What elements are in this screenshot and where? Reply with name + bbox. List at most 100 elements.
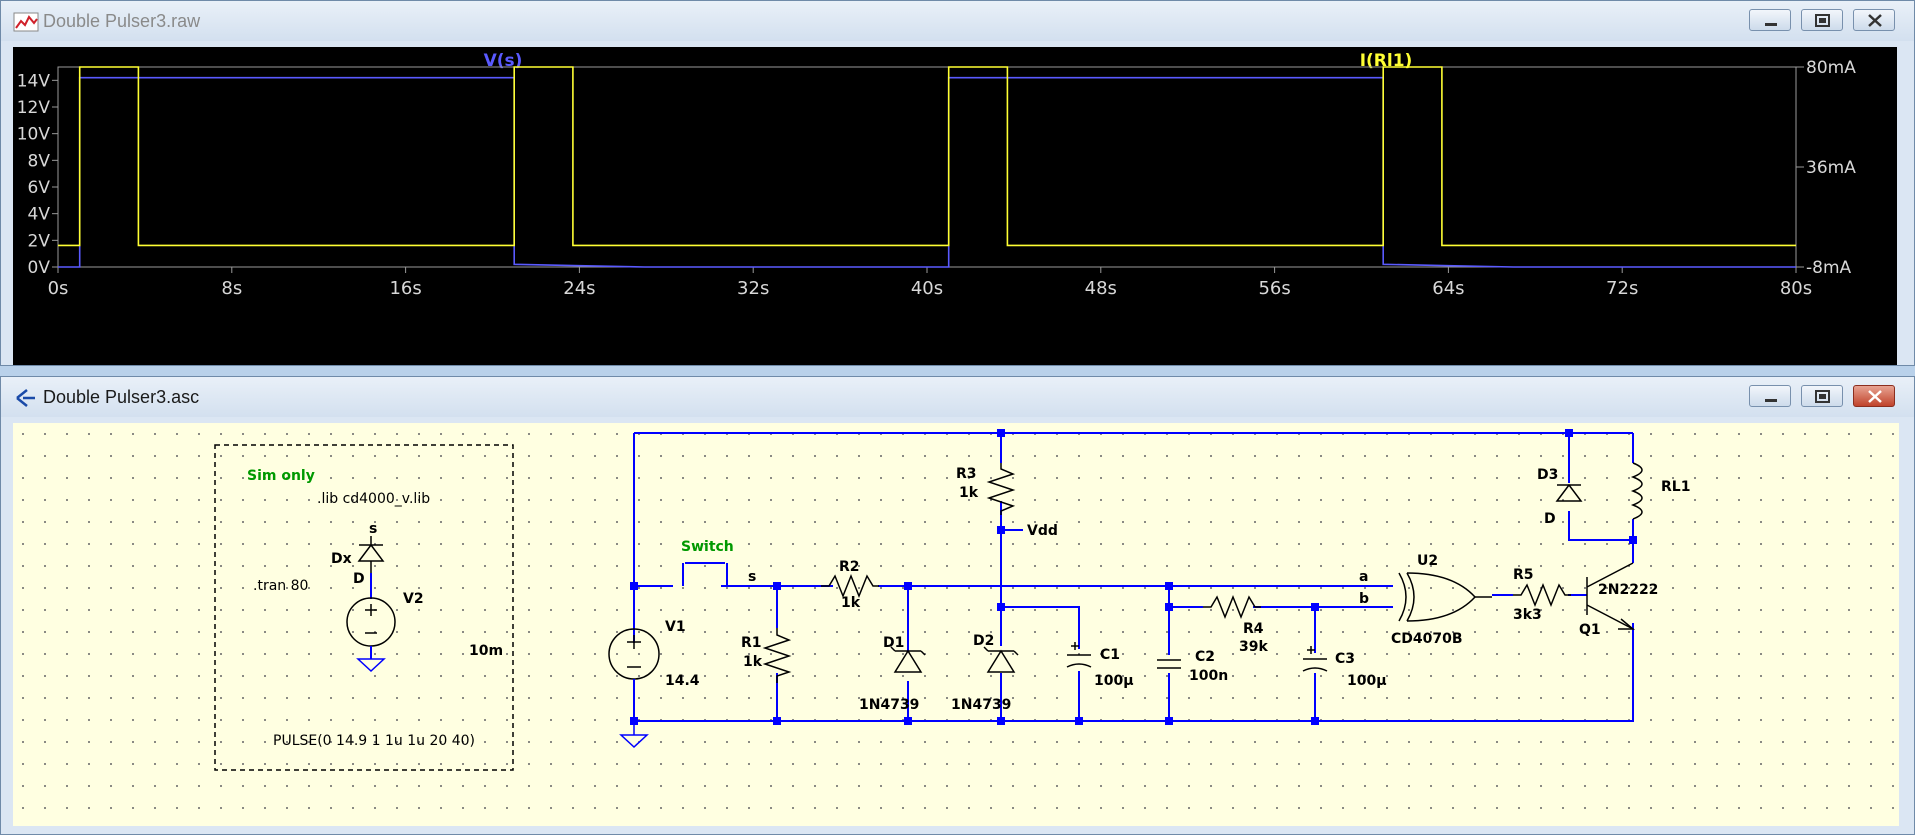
net-label-s[interactable]: s [748,569,756,585]
schematic-canvas[interactable]: Sim only .lib cd4000_v.lib .tran 80 s Dx… [13,423,1899,826]
net-label-a[interactable]: a [1359,569,1368,585]
v2-ref-label[interactable]: V2 [403,591,424,607]
rl1-ref-label[interactable]: RL1 [1661,479,1690,495]
schematic-icon [16,389,35,407]
left-tick-label: 14V [17,71,51,91]
waveform-plot[interactable]: V(s) I(Rl1) 14V12V10V8V6V4V2V0V80mA36mA-… [13,47,1897,365]
trace-label-vs[interactable]: V(s) [484,51,523,71]
minimize-button[interactable] [1749,9,1791,31]
v1-ref-label[interactable]: V1 [665,619,686,635]
v1-value-label[interactable]: 14.4 [665,673,700,689]
left-tick-label: 2V [28,231,51,251]
waveform-window-title: Double Pulser3.raw [43,11,201,31]
schematic-window[interactable]: Double Pulser3.asc Sim only .lib cd4000_… [0,376,1915,835]
q1-ref-label[interactable]: Q1 [1579,622,1601,638]
pulse-directive[interactable]: PULSE(0 14.9 1 1u 1u 20 40) [273,733,475,749]
d3-ref-label[interactable]: D3 [1537,467,1558,483]
plot-frame [57,66,1797,268]
c2-ref-label[interactable]: C2 [1195,649,1215,665]
x-tick-label: 48s [1085,278,1117,299]
x-tick-label: 32s [737,278,769,299]
q1-value-label[interactable]: 2N2222 [1598,582,1658,598]
resistor-r5[interactable] [1513,582,1571,608]
waveform-window-titlebar[interactable]: Double Pulser3.raw [1,1,1914,41]
switch-label[interactable]: Switch [681,539,734,555]
waveform-icon [13,12,39,32]
net-label-vdd[interactable]: Vdd [1027,523,1058,539]
resistor-r4[interactable] [1203,594,1261,620]
d2-ref-label[interactable]: D2 [973,633,994,649]
net-label-b[interactable]: b [1359,591,1369,607]
close-icon [1868,390,1882,403]
u2-ref-label[interactable]: U2 [1417,553,1438,569]
d1-ref-label[interactable]: D1 [883,635,904,651]
r2-value-label[interactable]: 1k [841,595,861,611]
minimize-button[interactable] [1749,385,1791,407]
x-tick-label: 40s [911,278,943,299]
d2-value-label[interactable]: 1N4739 [951,697,1011,713]
transistor-q1[interactable] [1586,562,1636,630]
c1-value-label[interactable]: 100µ [1094,673,1134,689]
resistor-r2[interactable] [821,573,879,599]
inductor-rl1[interactable] [1630,462,1643,520]
trace-label-irl1[interactable]: I(Rl1) [1360,51,1413,71]
voltage-source-v2[interactable] [346,597,396,647]
wires [633,432,1634,722]
dx-model-label[interactable]: D [353,571,365,587]
maximize-icon [1815,390,1830,403]
maximize-button[interactable] [1801,9,1843,31]
zener-diode-d1[interactable] [890,646,926,673]
r4-value-label[interactable]: 39k [1239,639,1268,655]
close-button[interactable] [1853,385,1895,407]
schematic-drawing[interactable]: Sim only .lib cd4000_v.lib .tran 80 s Dx… [13,423,1899,826]
capacitor-c2[interactable] [1157,659,1181,669]
capacitor-c1[interactable] [1066,642,1092,668]
r5-ref-label[interactable]: R5 [1513,567,1534,583]
c3-ref-label[interactable]: C3 [1335,651,1355,667]
maximize-button[interactable] [1801,385,1843,407]
voltage-source-v1[interactable] [608,628,660,680]
diode-d3[interactable] [1555,483,1583,502]
capacitor-c3[interactable] [1302,646,1328,672]
r5-value-label[interactable]: 3k3 [1513,607,1542,623]
lib-directive[interactable]: .lib cd4000_v.lib [317,491,430,507]
c2-value-label[interactable]: 100n [1189,668,1228,684]
d1-value-label[interactable]: 1N4739 [859,697,919,713]
x-tick-label: 56s [1258,278,1290,299]
r3-ref-label[interactable]: R3 [956,466,977,482]
minimize-icon [1765,399,1777,402]
x-tick-label: 16s [389,278,421,299]
zener-diode-d2[interactable] [983,646,1019,673]
u2-value-label[interactable]: CD4070B [1391,631,1463,647]
sim-only-label[interactable]: Sim only [247,468,315,484]
schematic-window-titlebar[interactable]: Double Pulser3.asc [1,377,1914,417]
r4-ref-label[interactable]: R4 [1243,621,1264,637]
d3-model-label[interactable]: D [1544,511,1556,527]
c3-value-label[interactable]: 100µ [1347,673,1387,689]
r1-value-label[interactable]: 1k [743,654,763,670]
x-tick-label: 80s [1780,278,1812,299]
xor-gate-u2[interactable] [1398,572,1492,622]
c1-ref-label[interactable]: C1 [1100,647,1120,663]
schematic-window-title: Double Pulser3.asc [43,387,200,407]
x-tick-label: 24s [563,278,595,299]
tran-directive[interactable]: .tran 80 [253,578,308,594]
resistor-r1[interactable] [762,628,792,683]
ground-icon [619,725,649,749]
resistor-r3[interactable] [986,463,1016,515]
diode-dx[interactable] [357,536,385,573]
dx-ref-label[interactable]: Dx [331,551,352,567]
dx-node-label[interactable]: s [369,521,377,537]
r2-ref-label[interactable]: R2 [839,559,860,575]
r1-ref-label[interactable]: R1 [741,635,762,651]
r3-value-label[interactable]: 1k [959,485,979,501]
right-tick-label: 36mA [1806,158,1856,178]
trace-vs [58,76,1796,268]
left-tick-label: 8V [28,151,51,171]
close-button[interactable] [1853,9,1895,31]
switch[interactable] [682,562,728,586]
v2-value-label[interactable]: 10m [469,643,503,659]
sim-only-box[interactable] [214,444,514,771]
